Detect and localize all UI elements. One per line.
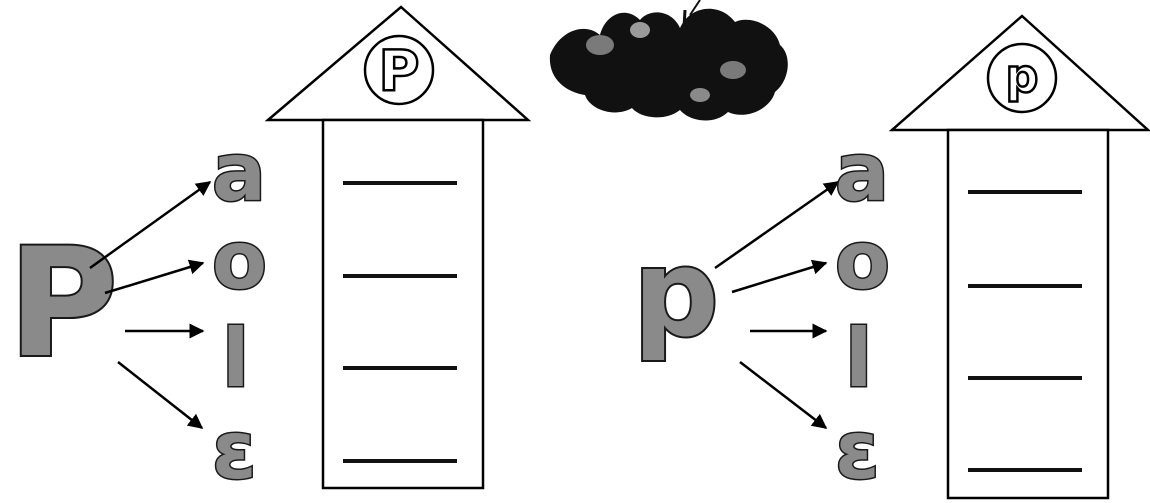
- vowel-l: l: [845, 312, 872, 405]
- panel-uppercase: P a o l ɛ P: [8, 7, 528, 497]
- vowel-o: o: [212, 214, 267, 307]
- roof-letter: P: [378, 39, 419, 104]
- vowel-a: a: [212, 126, 266, 219]
- vowel-e: ɛ: [835, 404, 880, 497]
- house-body: [323, 120, 483, 488]
- arrow-to-e: [118, 362, 202, 428]
- birds-illustration-icon: [550, 0, 788, 120]
- vowel-e: ɛ: [212, 404, 257, 497]
- source-letter: P: [8, 217, 118, 391]
- roof-letter: p: [1006, 49, 1039, 103]
- arrow-to-e: [740, 362, 826, 428]
- house-body: [948, 130, 1108, 498]
- vowel-l: l: [222, 312, 249, 405]
- arrow-to-o: [732, 263, 826, 292]
- source-letter: p: [633, 225, 719, 364]
- vowel-a: a: [835, 126, 889, 219]
- arrow-to-o: [105, 263, 203, 293]
- vowel-o: o: [835, 214, 890, 307]
- arrow-to-a: [715, 182, 838, 268]
